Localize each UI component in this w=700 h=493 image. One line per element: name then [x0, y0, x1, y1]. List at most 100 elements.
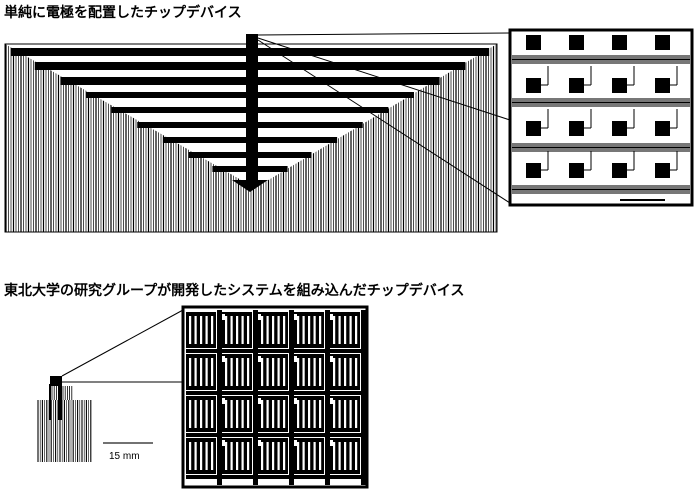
inset1-electrode-pad [569, 163, 584, 178]
inset2-cell-slot [297, 400, 300, 428]
inset2-cell-slot [211, 358, 214, 386]
inset2-gap [330, 356, 333, 362]
inset2-cell-slot [261, 442, 264, 470]
inset2-cell-slot [261, 358, 264, 386]
inset2-horizontal-bus [186, 475, 364, 479]
inset2-horizontal-bus [186, 391, 364, 395]
integrated-system-chip [37, 376, 92, 462]
inset2-cell-slot [338, 400, 341, 428]
inset2-cell-slot [313, 358, 316, 386]
inset2-cell-slot [277, 400, 280, 428]
inset2-cell-slot [241, 358, 244, 386]
inset2-cell-slot [266, 358, 269, 386]
inset2-cell-slot [194, 442, 197, 470]
inset2-cell-slot [200, 316, 203, 344]
inset2-cell-slot [272, 358, 275, 386]
inset2-cell-slot [211, 442, 214, 470]
inset2-cell-slot [247, 442, 250, 470]
inset2-cell-slot [308, 316, 311, 344]
inset2-cell-slot [308, 400, 311, 428]
inset2-cell-slot [200, 442, 203, 470]
inset2-gap [222, 398, 225, 404]
inset2-cell-slot [241, 442, 244, 470]
chip1-border [4, 43, 498, 233]
inset1-electrode-pad [612, 163, 627, 178]
inset2-cell-slot [349, 400, 352, 428]
inset2-cell-slot [236, 400, 239, 428]
magnified-inset-simple [508, 28, 694, 207]
inset2-cell-slot [205, 400, 208, 428]
inset2-cell-slot [319, 442, 322, 470]
inset2-cell-slot [211, 400, 214, 428]
bottom-caption: 東北大学の研究グループが開発したシステムを組み込んだチップデバイス [4, 283, 465, 299]
inset2-cell-slot [189, 316, 192, 344]
inset2-gap [258, 356, 261, 362]
inset2-cell-slot [241, 316, 244, 344]
inset2-gap [222, 314, 225, 320]
inset2-cell-slot [266, 316, 269, 344]
inset2-cell-slot [297, 316, 300, 344]
inset2-cell-slot [200, 358, 203, 386]
inset2-cell-slot [338, 442, 341, 470]
inset2-cell-slot [225, 358, 228, 386]
chip2-vertical-lines [37, 386, 92, 462]
inset2-electrode-grid [186, 310, 366, 485]
inset2-cell-slot [272, 316, 275, 344]
inset2-gap [294, 314, 297, 320]
inset2-cell-slot [266, 442, 269, 470]
inset2-cell-slot [355, 316, 358, 344]
inset2-cell-slot [349, 316, 352, 344]
inset1-electrode-pad [655, 121, 670, 136]
inset2-cell-slot [189, 442, 192, 470]
inset2-cell-slot [194, 316, 197, 344]
inset2-cell-slot [205, 316, 208, 344]
scale-bar-label: 15 mm [109, 451, 140, 462]
inset2-cell-slot [283, 358, 286, 386]
inset2-vertical-bus [361, 310, 366, 485]
inset1-electrode-pad [526, 35, 541, 50]
inset1-electrode-pad [612, 35, 627, 50]
inset2-cell-slot [319, 358, 322, 386]
inset2-cell-slot [266, 400, 269, 428]
inset2-cell-slot [344, 316, 347, 344]
inset1-electrode-pad [612, 121, 627, 136]
chip1-center-channel [246, 34, 258, 186]
inset2-cell-slot [225, 400, 228, 428]
top-caption: 単純に電極を配置したチップデバイス [4, 5, 242, 21]
inset2-cell-slot [355, 358, 358, 386]
inset2-gap [330, 314, 333, 320]
inset2-gap [294, 356, 297, 362]
inset2-cell-slot [194, 400, 197, 428]
inset2-gap [294, 440, 297, 446]
inset2-cell-slot [302, 316, 305, 344]
inset2-vertical-bus [325, 310, 330, 485]
inset1-electrode-pad [612, 78, 627, 93]
inset2-cell-slot [349, 358, 352, 386]
inset2-cell-slot [302, 358, 305, 386]
inset1-electrode-pad [569, 35, 584, 50]
inset2-cell-slot [344, 442, 347, 470]
inset2-gap [222, 440, 225, 446]
inset2-cell-slot [189, 400, 192, 428]
inset2-cell-slot [277, 442, 280, 470]
inset2-cell-slot [338, 316, 341, 344]
inset2-cell-slot [308, 442, 311, 470]
inset2-vertical-bus [217, 310, 222, 485]
inset2-cell-slot [277, 358, 280, 386]
inset2-cell-slot [225, 316, 228, 344]
inset2-horizontal-bus [186, 433, 364, 437]
inset2-cell-slot [313, 316, 316, 344]
inset2-cell-slot [200, 400, 203, 428]
inset2-gap [258, 398, 261, 404]
inset2-cell-slot [333, 316, 336, 344]
inset2-cell-slot [236, 442, 239, 470]
inset2-cell-slot [272, 442, 275, 470]
inset2-cell-slot [302, 400, 305, 428]
zoom-line-top-3 [257, 39, 511, 204]
inset2-cell-slot [283, 400, 286, 428]
inset1-electrode-pad [655, 163, 670, 178]
inset1-electrode-pad [569, 121, 584, 136]
inset2-gap [258, 440, 261, 446]
inset2-gap [294, 398, 297, 404]
